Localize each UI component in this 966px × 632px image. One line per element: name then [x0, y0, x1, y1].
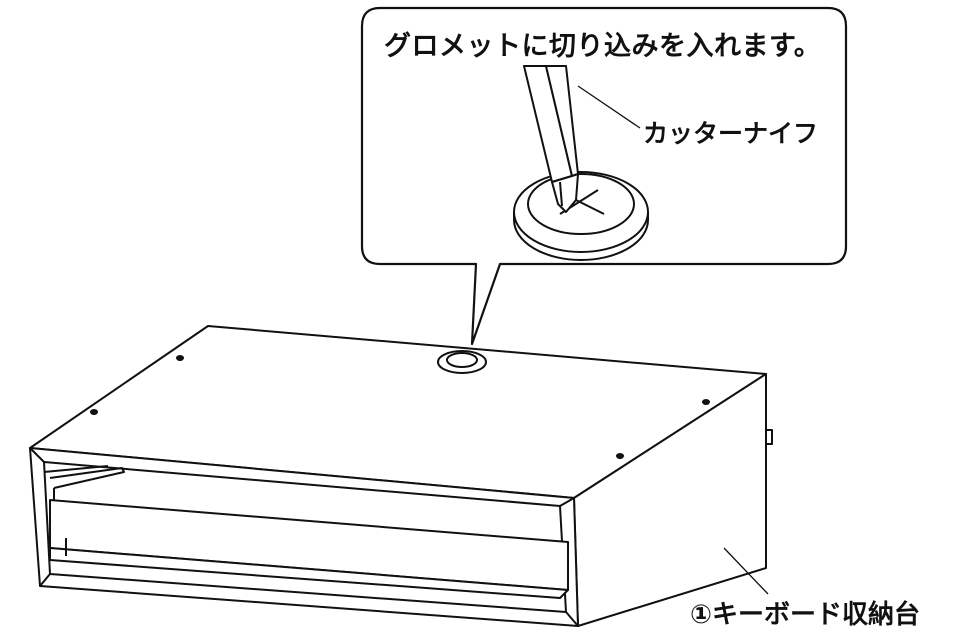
cutter-knife [523, 65, 579, 213]
callout-instruction: グロメットに切り込みを入れます。 [384, 31, 822, 62]
grommet-closeup [513, 171, 649, 261]
cutter-leader-line [577, 85, 641, 129]
keyboard-storage-unit [29, 325, 773, 627]
storage-leader-line [723, 547, 769, 595]
keyboard-storage-label: ①キーボード収納台 [690, 600, 921, 630]
cutter-knife-label: カッターナイフ [643, 119, 819, 148]
